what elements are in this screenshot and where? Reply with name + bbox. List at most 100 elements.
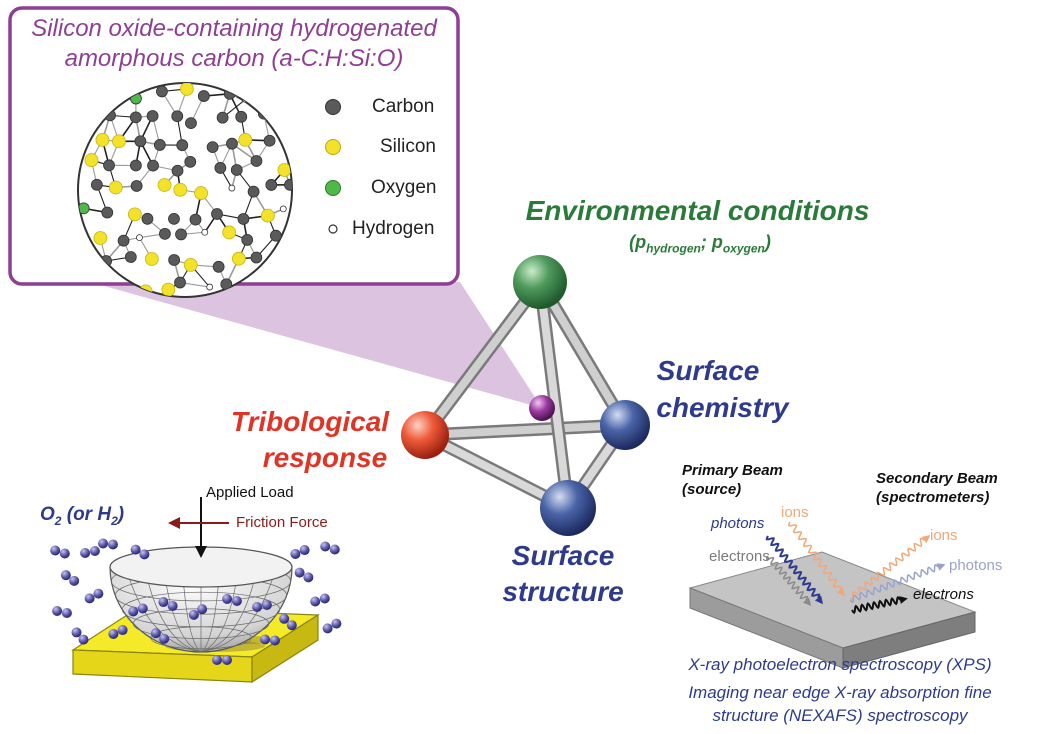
- legend-dot-carbon: [325, 99, 341, 115]
- network-atom: [171, 110, 184, 123]
- network-atom: [226, 137, 238, 150]
- network-atom: [247, 185, 260, 198]
- gas-atom: [69, 575, 80, 586]
- network-atom: [284, 178, 292, 191]
- network-atom: [197, 90, 210, 102]
- gas-atom: [108, 628, 119, 639]
- network-atom: [265, 179, 278, 191]
- legend-label-silicon: Silicon: [380, 136, 436, 157]
- sub-hydrogen: hydrogen: [646, 241, 701, 256]
- gas-atom: [117, 625, 128, 636]
- outgoing-photon-beam-head: [936, 563, 946, 571]
- network-atom: [129, 159, 142, 172]
- gas-atom: [222, 655, 232, 665]
- friction-force-label: Friction Force: [236, 514, 328, 531]
- gas-atom: [98, 538, 109, 549]
- gas-atom: [50, 545, 61, 556]
- inset-title-line1: Silicon oxide-containing hydrogenated: [31, 15, 437, 42]
- network-atom: [179, 83, 194, 96]
- incoming-ion-beam-head: [836, 587, 845, 597]
- outgoing-ion-beam: [849, 537, 925, 601]
- label-partial-pressures: (phydrogen; poxygen): [629, 232, 771, 256]
- tip-grid-meridian: [200, 574, 275, 653]
- gas-atom: [150, 628, 161, 639]
- label-surface-structure-2: structure: [502, 576, 624, 607]
- network-atom: [185, 117, 197, 130]
- spectroscopy-beams: [765, 521, 946, 615]
- network-atom: [117, 234, 130, 247]
- network-atom: [228, 184, 236, 192]
- network-atom: [168, 254, 181, 266]
- network-atom: [146, 110, 159, 122]
- network-atom: [153, 139, 166, 151]
- network-atom: [127, 207, 142, 222]
- network-atom: [260, 208, 275, 223]
- tribology-plate: [71, 607, 320, 684]
- red-sphere: [401, 411, 449, 459]
- network-atom: [103, 159, 115, 172]
- label-tribological: Tribological: [230, 406, 390, 437]
- legend-label-oxygen: Oxygen: [371, 177, 437, 198]
- network-atom: [168, 212, 180, 225]
- secondary-beam-line2: (spectrometers): [876, 489, 990, 506]
- tip-grid-meridian: [200, 574, 256, 653]
- incoming-electron-beam-head: [802, 597, 812, 607]
- blue-sphere-right: [600, 400, 650, 450]
- network-atom: [159, 227, 171, 240]
- network-atom: [184, 155, 197, 168]
- network-atom: [134, 135, 147, 148]
- network-atom: [235, 110, 248, 123]
- tip-grid-meridian: [146, 574, 202, 653]
- network-atom: [211, 208, 223, 220]
- gas-atom: [139, 549, 150, 560]
- gas-atom: [252, 601, 263, 612]
- label-environmental-conditions: Environmental conditions: [525, 195, 870, 226]
- inset-title-line2: amorphous carbon (a-C:H:Si:O): [64, 45, 404, 72]
- network-atom: [130, 180, 143, 192]
- incoming-photon-beam-head: [814, 595, 824, 605]
- outgoing-electron-beam: [851, 595, 901, 615]
- green-sphere: [513, 255, 567, 309]
- outgoing-electron-beam-head: [899, 596, 908, 604]
- gas-atom: [61, 607, 72, 618]
- network-atom: [174, 276, 186, 289]
- gas-atom: [93, 588, 104, 599]
- network-atom: [238, 132, 253, 147]
- gas-atom: [269, 635, 280, 646]
- gas-atom: [322, 623, 333, 634]
- secondary-beam-line1: Secondary Beam: [876, 470, 998, 487]
- gas-atom: [331, 618, 342, 629]
- label-response: response: [262, 442, 388, 473]
- primary-beam-line1: Primary Beam: [682, 462, 783, 479]
- gas-atom: [260, 634, 271, 645]
- gas-atom: [294, 567, 305, 578]
- tip-grid-meridian: [127, 574, 202, 653]
- gas-atom: [137, 603, 148, 614]
- outgoing-photon-beam: [849, 563, 939, 604]
- network-atom: [141, 212, 154, 225]
- network-atom: [136, 234, 143, 242]
- primary-beam-line2: (source): [682, 481, 742, 498]
- network-atom: [108, 180, 123, 195]
- gas-atom: [261, 600, 272, 611]
- tip-grid-meridian: [200, 574, 220, 653]
- incoming-electrons-label: electrons: [709, 548, 770, 565]
- friction-force-arrowhead: [168, 517, 180, 529]
- gas-atom: [59, 548, 70, 559]
- gas-atom: [130, 544, 141, 555]
- gas-atom: [319, 593, 330, 604]
- gas-atom: [212, 655, 222, 665]
- tetrahedron-rods: [418, 275, 632, 515]
- outgoing-electrons-label: electrons: [913, 586, 974, 603]
- gas-atom: [84, 593, 95, 604]
- gas-atom: [222, 594, 233, 605]
- network-atom: [214, 162, 227, 174]
- p-hydrogen: p: [635, 232, 647, 252]
- network-atom: [183, 257, 198, 272]
- network-atom: [222, 225, 237, 240]
- legend-dot-oxygen: [325, 180, 341, 196]
- sub-oxygen: oxygen: [722, 241, 765, 256]
- purple-center-sphere: [529, 395, 555, 421]
- gas-atom: [188, 609, 199, 620]
